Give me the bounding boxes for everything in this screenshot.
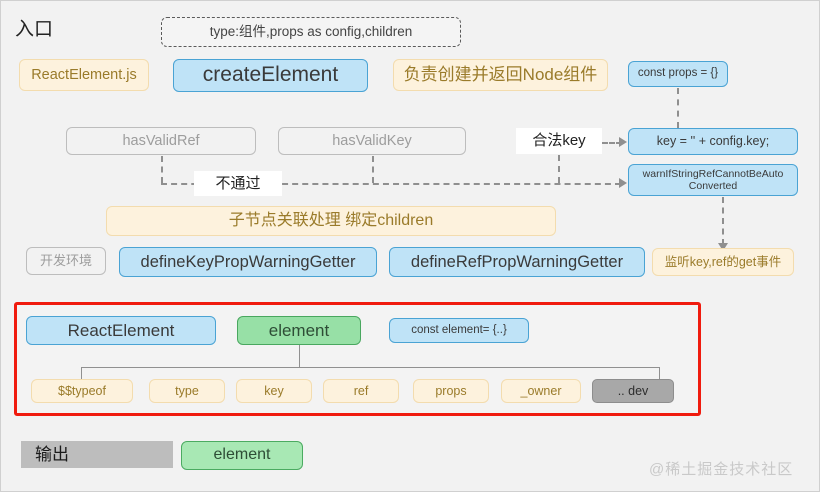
- node-define-key-prop-warning-getter[interactable]: defineKeyPropWarningGetter: [119, 247, 377, 277]
- node-not-pass-label: 不通过: [194, 171, 282, 196]
- arrow-validkey-to-keyassign: [619, 137, 627, 147]
- node-has-valid-ref[interactable]: hasValidRef: [66, 127, 256, 155]
- connector-props-to-key: [677, 88, 679, 128]
- node-react-element-js[interactable]: ReactElement.js: [19, 59, 149, 91]
- connector-validkey-to-keyassign: [602, 142, 622, 144]
- tree-drop-typeof: [81, 367, 82, 379]
- field-ref[interactable]: ref: [323, 379, 399, 403]
- node-const-element[interactable]: const element= {..}: [389, 318, 529, 343]
- node-output-element[interactable]: element: [181, 441, 303, 470]
- field-key[interactable]: key: [236, 379, 312, 403]
- field-owner[interactable]: _owner: [501, 379, 581, 403]
- arrow-fail-to-warn: [619, 178, 627, 188]
- arrow-warn-to-listen: [718, 243, 728, 251]
- output-label: 输出: [21, 441, 173, 468]
- watermark: @稀土掘金技术社区: [649, 461, 794, 478]
- node-element[interactable]: element: [237, 316, 361, 345]
- field-props[interactable]: props: [413, 379, 489, 403]
- tree-drop-dev: [659, 367, 660, 379]
- node-has-valid-key[interactable]: hasValidKey: [278, 127, 466, 155]
- node-react-element[interactable]: ReactElement: [26, 316, 216, 345]
- field-typeof[interactable]: $$typeof: [31, 379, 133, 403]
- node-dev-env[interactable]: 开发环境: [26, 247, 106, 275]
- node-responsibility[interactable]: 负责创建并返回Node组件: [393, 59, 608, 91]
- connector-fail-line: [161, 183, 621, 185]
- node-define-ref-prop-warning-getter[interactable]: defineRefPropWarningGetter: [389, 247, 645, 277]
- signature-note: type:组件,props as config,children: [161, 17, 461, 47]
- node-key-assign[interactable]: key = '' + config.key;: [628, 128, 798, 155]
- node-listen-key-ref-get[interactable]: 监听key,ref的get事件: [652, 248, 794, 276]
- entry-label: 入口: [15, 19, 54, 41]
- node-warn-string-ref[interactable]: warnIfStringRefCannotBeAuto Converted: [628, 164, 798, 196]
- connector-warn-to-listen: [722, 197, 724, 245]
- connector-hasvalidref-down: [161, 156, 163, 183]
- node-const-props[interactable]: const props = {}: [628, 61, 728, 87]
- tree-bar: [81, 367, 659, 368]
- node-create-element[interactable]: createElement: [173, 59, 368, 92]
- node-valid-key-label: 合法key: [516, 128, 602, 154]
- connector-hasvalidkey-down: [372, 156, 374, 183]
- field-type[interactable]: type: [149, 379, 225, 403]
- tree-stem-element: [299, 345, 300, 367]
- node-children-bind[interactable]: 子节点关联处理 绑定children: [106, 206, 556, 236]
- connector-validkey-down: [558, 155, 560, 183]
- field-dev[interactable]: .. dev: [592, 379, 674, 403]
